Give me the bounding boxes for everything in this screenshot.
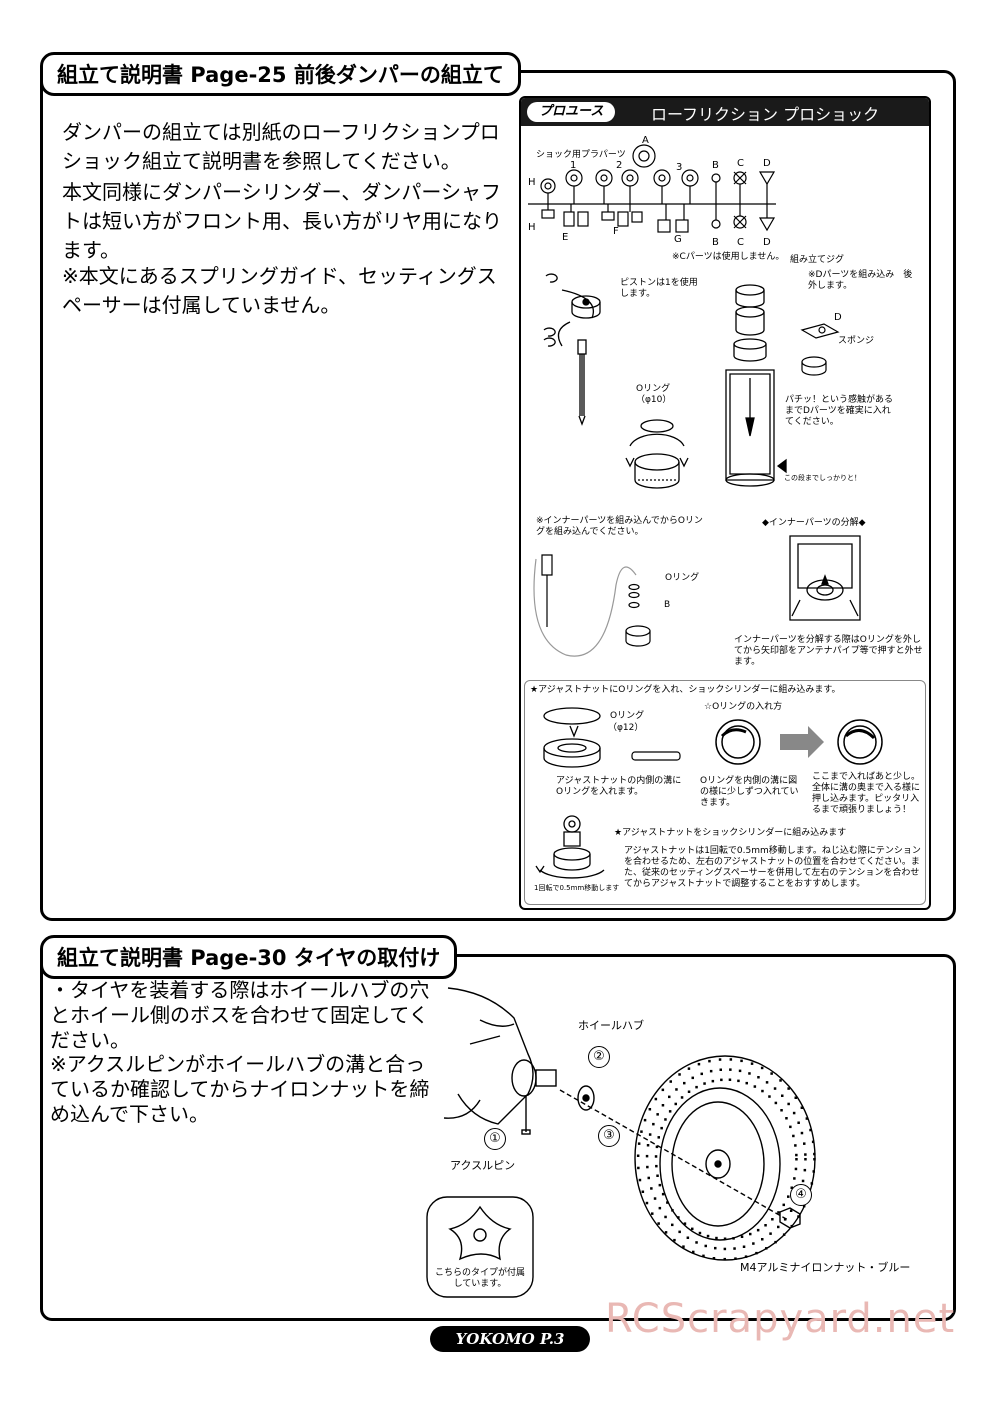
parts-label: ショック用プラパーツ <box>536 150 626 160</box>
pro-shock-panel <box>519 96 931 910</box>
click-note: パチッ！という感触があるまでDパーツを確実に入れてください。 <box>785 395 894 427</box>
letter-d-top: D <box>763 158 771 169</box>
damper-section-title: 組立て説明書 Page-25 前後ダンパーの組立て <box>40 52 521 96</box>
sponge-label: スポンジ <box>838 336 875 346</box>
oring12-label: Oリング <box>610 711 645 721</box>
inner-parts-note: ※インナーパーツを組み込んでからOリングを組み込んでください。 <box>536 516 703 537</box>
d-part-label: D <box>834 312 842 323</box>
letter-e: E <box>562 232 569 243</box>
rotation-note: 1回転で0.5mm移動します <box>534 884 620 892</box>
inner-oring-label: Oリング <box>665 573 700 583</box>
adjust-groove-note: アジャストナットの内側の溝にOリングを入れます。 <box>556 776 682 797</box>
page-footer: YOKOMO P.3 <box>430 1326 590 1352</box>
tire-instruction-2: ※アクスルピンがホイールハブの溝と合っているか確認してからナイロンナットを締め込… <box>50 1052 430 1126</box>
inner-disassembly-title: ◆インナーパーツの分解◆ <box>762 518 866 528</box>
adjust-nut-oring-diagram <box>543 707 601 768</box>
num-4: ④ <box>790 1184 812 1206</box>
parts-sprue-diagram <box>528 144 776 233</box>
oring10-size: （φ10） <box>636 395 672 405</box>
inner-parts-diagram <box>533 554 651 657</box>
oring-insert-note: Oリングを内側の溝に図の様に少しずつ入れていきます。 <box>700 776 799 808</box>
letter-g: G <box>674 234 682 245</box>
assembly-jig-diagram <box>725 284 787 487</box>
oring-insert-steps-diagram <box>715 719 883 765</box>
letter-h-bottom: H <box>528 222 536 233</box>
oring10-label: Oリング <box>636 384 671 394</box>
oring-cylinder-diagram <box>625 419 689 489</box>
damper-section <box>40 70 956 921</box>
adjust-detail: アジャストナットは1回転で0.5mm移動します。ねじ込む際にテンションを合わせる… <box>624 846 921 889</box>
letter-d-bottom: D <box>763 237 771 248</box>
disassembly-note: インナーパーツを分解する際はOリングを外してから矢印部をアンテナパイプ等で押すと… <box>734 635 923 667</box>
oring-howto: ☆Oリングの入れ方 <box>704 702 783 712</box>
letter-b-bottom: B <box>712 237 719 248</box>
pro-use-badge: プロユース <box>527 102 616 122</box>
axle-pin-label: アクスルピン <box>450 1159 516 1172</box>
wheel-assembly-diagram <box>443 987 816 1261</box>
letter-a: A <box>642 135 649 146</box>
inner-b-label: B <box>664 600 671 610</box>
damper-instruction-3: ※本文にあるスプリングガイド、セッティングスペーサーは付属していません。 <box>62 264 497 317</box>
pro-shock-title: ローフリクション プロショック <box>651 105 880 124</box>
piston-note: ピストンは1を使用します。 <box>620 278 698 299</box>
letter-2: 2 <box>616 160 623 171</box>
letter-b-top: B <box>712 160 719 171</box>
letter-3: 3 <box>676 162 683 173</box>
almost-note: ここまで入ればあと少し。全体に溝の奥まで入る様に押し込みます。ピッタリ入るまで頑… <box>812 772 921 815</box>
oring12-size: （φ12） <box>608 723 644 733</box>
wheel-hub-label: ホイールハブ <box>578 1019 644 1032</box>
oring-straight-diagram <box>631 751 681 761</box>
letter-h-top: H <box>528 177 536 188</box>
d-parts-note: ※Dパーツを組み込み 後外します。 <box>808 270 913 291</box>
adjust-into-title: ★アジャストナットをショックシリンダーに組み込みます <box>614 828 847 838</box>
nut-label: M4アルミナイロンナット・ブルー <box>740 1261 911 1274</box>
sponge-diagram <box>800 323 840 376</box>
tire-section-title: 組立て説明書 Page-30 タイヤの取付け <box>40 935 458 979</box>
c-parts-note: ※Cパーツは使用しません。 <box>672 252 785 262</box>
bottom-note: この段までしっかりと！ <box>784 474 861 482</box>
wheel-hub-type-diagram <box>426 1196 534 1298</box>
letter-c-top: C <box>737 158 744 169</box>
damper-instruction-2: 本文同様にダンパーシリンダー、ダンパーシャフトは短い方がフロント用、長い方がリヤ… <box>62 180 502 262</box>
num-1: ① <box>484 1128 506 1150</box>
hub-type-note: こちらのタイプが付属しています。 <box>434 1268 525 1289</box>
jig-label: 組み立てジグ <box>790 255 845 265</box>
num-2: ② <box>588 1046 610 1068</box>
letter-c-bottom: C <box>737 237 744 248</box>
tire-instruction-1: ・タイヤを装着する際はホイールハブの穴とホイール側のボスを合わせて固定してくださ… <box>50 978 430 1052</box>
num-3: ③ <box>598 1125 620 1147</box>
adjust-nut-panel <box>524 680 926 905</box>
letter-1: 1 <box>570 160 577 171</box>
watermark: RCScrapyard.net <box>605 1296 956 1342</box>
letter-f: F <box>613 226 619 237</box>
damper-instruction-1: ダンパーの組立ては別紙のローフリクションプロショック組立て説明書を参照してくださ… <box>62 120 500 173</box>
piston-shaft-diagram <box>543 273 601 426</box>
adjust-title: ★アジャストナットにOリングを入れ、ショックシリンダーに組み込みます。 <box>530 685 841 695</box>
pro-shock-header: プロユース ローフリクション プロショック <box>521 98 929 126</box>
inner-disassembly-diagram <box>789 535 861 621</box>
adjust-into-cylinder-diagram <box>535 815 605 879</box>
